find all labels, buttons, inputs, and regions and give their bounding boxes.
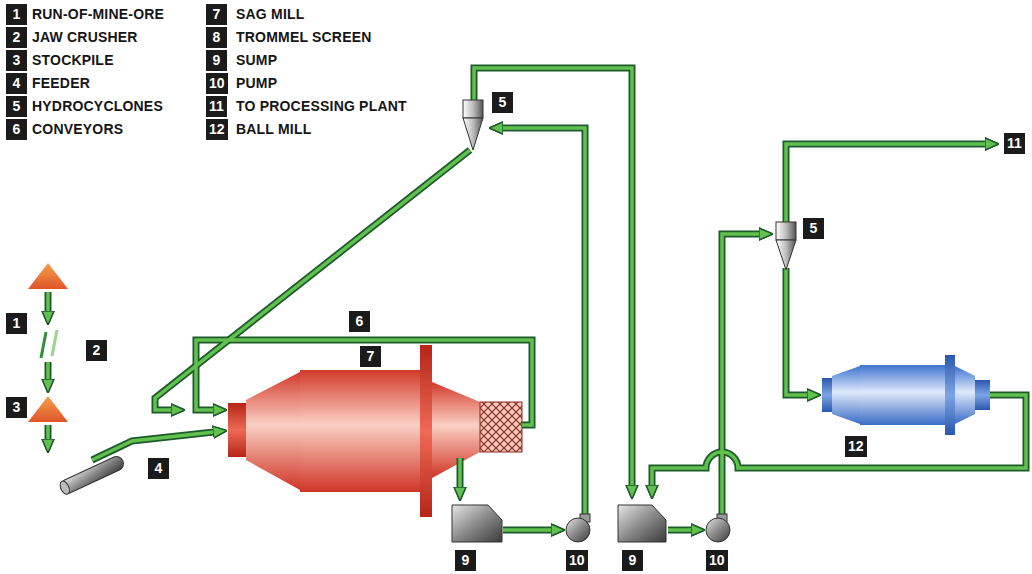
part-name: BALL MILL (236, 119, 311, 140)
part-name: SAG MILL (236, 4, 304, 25)
part-name: TO PROCESSING PLANT (236, 96, 407, 117)
callout-number: 12 (845, 436, 867, 457)
part-name: STOCKPILE (32, 50, 114, 71)
callout-number: 9 (206, 50, 227, 71)
callout-number: 7 (206, 4, 227, 25)
callout-number: 11 (1004, 133, 1025, 154)
callout-number: 9 (622, 550, 643, 571)
callout-number: 9 (455, 550, 476, 571)
callout-number: 8 (206, 27, 227, 48)
callout-number: 4 (6, 73, 27, 94)
callout-number: 7 (360, 346, 381, 367)
callout-number: 1 (6, 4, 27, 25)
callout-number: 4 (148, 458, 169, 479)
callout-number: 5 (492, 92, 513, 113)
callout-number: 1 (6, 313, 27, 334)
callout-number: 5 (6, 96, 27, 117)
part-name: FEEDER (32, 73, 90, 94)
callout-number: 12 (206, 119, 228, 140)
callout-number: 6 (349, 311, 370, 332)
callout-number: 10 (566, 550, 588, 571)
part-name: RUN-OF-MINE-ORE (32, 4, 164, 25)
callout-number: 6 (6, 119, 27, 140)
part-name: PUMP (236, 73, 277, 94)
callout-number: 2 (6, 27, 27, 48)
callout-number: 10 (706, 550, 728, 571)
callout-number: 2 (86, 340, 107, 361)
part-name: HYDROCYCLONES (32, 96, 163, 117)
callout-number: 11 (206, 96, 227, 117)
part-name: CONVEYORS (32, 119, 123, 140)
part-name: SUMP (236, 50, 277, 71)
callout-number: 5 (803, 218, 824, 239)
part-name: TROMMEL SCREEN (236, 27, 372, 48)
callout-number: 3 (6, 397, 27, 418)
callout-number: 3 (6, 50, 27, 71)
part-name: JAW CRUSHER (32, 27, 138, 48)
callout-number: 10 (206, 73, 228, 94)
